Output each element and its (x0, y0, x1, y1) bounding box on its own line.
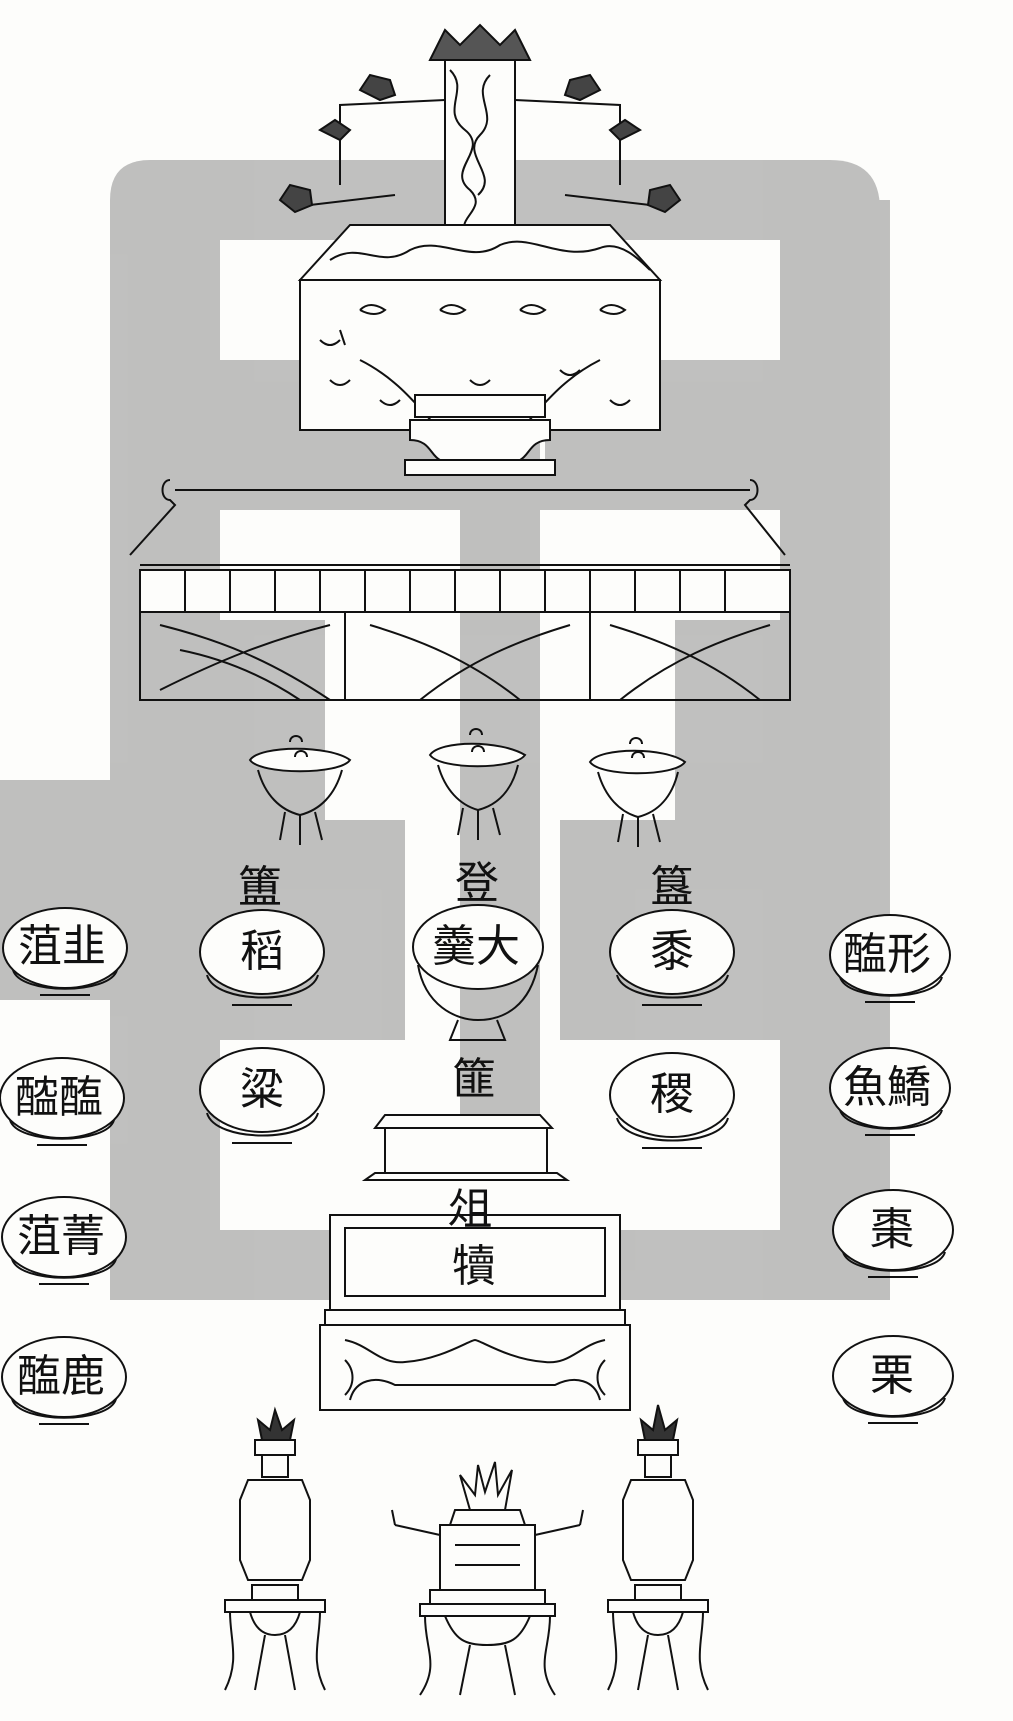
dish-right-2-shape (829, 1047, 951, 1136)
dish-right-2-label: 魚鱎 (843, 1062, 931, 1113)
label-gui: 簋 (650, 862, 694, 913)
candle-stand-right (607, 1404, 709, 1691)
dish-fu-1-shape (199, 909, 325, 1006)
jue-cup-right (588, 737, 687, 847)
dish-fu-2-label: 粱 (240, 1064, 284, 1115)
dish-right-3-label: 棗 (870, 1204, 914, 1255)
jue-cup-left (248, 735, 352, 845)
dish-left-3-label: 菹菁 (17, 1211, 105, 1262)
dish-left-2-shape (0, 1057, 125, 1146)
dish-right-1-shape (829, 914, 951, 1003)
dish-fu-1-label: 稻 (240, 926, 284, 977)
zu-stand-shape (319, 1214, 631, 1411)
deng-bowl-label: 羹大 (432, 921, 520, 972)
label-fei: 篚 (452, 1054, 496, 1105)
candle-stand-left (224, 1406, 326, 1691)
dish-right-4-label: 栗 (870, 1350, 914, 1401)
dish-right-4-shape (832, 1335, 954, 1424)
label-du: 犢 (452, 1241, 496, 1292)
label-zu: 俎 (448, 1184, 492, 1235)
dish-fu-2-shape (199, 1047, 325, 1144)
dish-right-3-shape (832, 1189, 954, 1278)
dish-left-1-label: 菹韭 (18, 921, 106, 972)
dish-right-1-label: 醢形 (843, 929, 931, 980)
dish-gui-2-label: 稷 (650, 1069, 694, 1120)
dish-left-3-shape (1, 1196, 127, 1285)
throne (278, 23, 682, 476)
label-fu: 簠 (238, 862, 282, 913)
dish-left-4-label: 醢鹿 (17, 1351, 105, 1402)
jue-cup-center (428, 728, 527, 840)
incense-burner (391, 1461, 584, 1696)
label-deng: 登 (455, 858, 499, 909)
deng-bowl-shape (412, 904, 544, 1041)
dish-gui-1-shape (609, 909, 735, 1006)
dish-left-1-shape (2, 907, 128, 996)
dish-gui-1-label: 黍 (650, 926, 694, 977)
dish-left-4-shape (1, 1336, 127, 1425)
fei-basket-shape (361, 1114, 571, 1181)
dish-gui-2-shape (609, 1052, 735, 1149)
altar-table (129, 479, 791, 701)
dish-left-2-label: 醓醢 (15, 1072, 103, 1123)
